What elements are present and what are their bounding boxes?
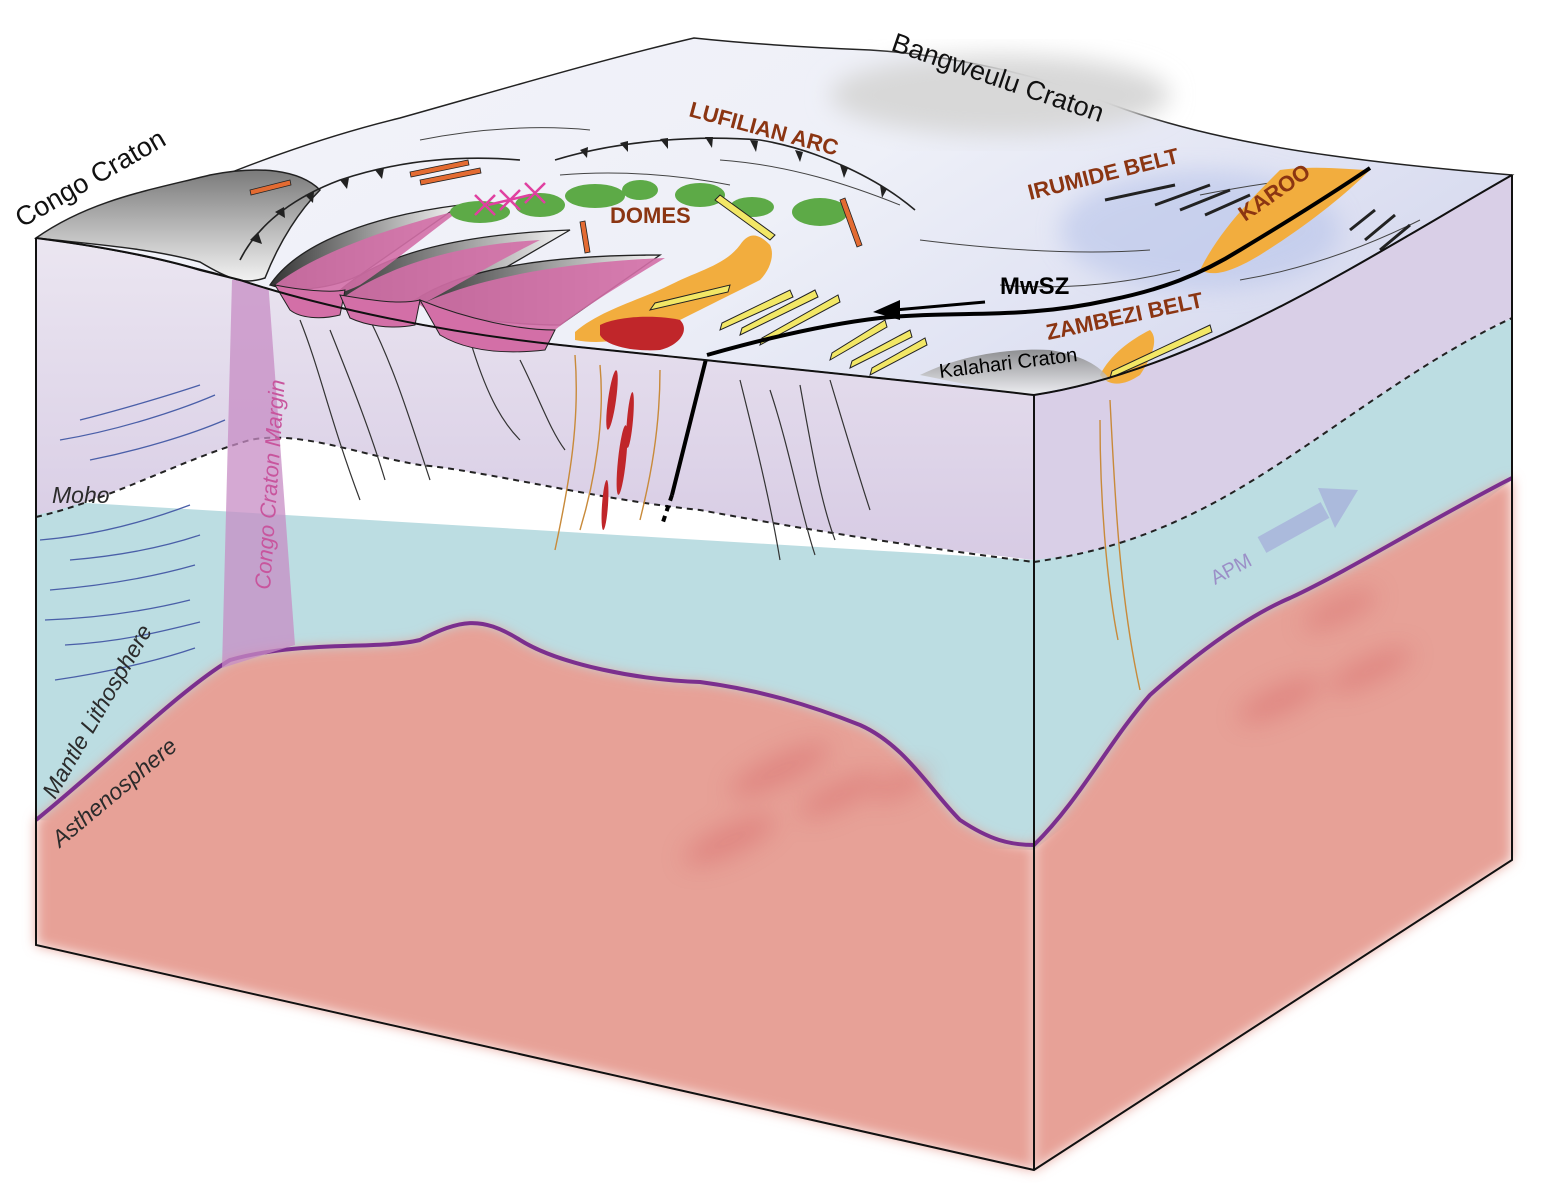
lab-boundary (34, 476, 1513, 848)
moho-line-right (1033, 317, 1513, 563)
granite-crosses (474, 182, 546, 216)
asthenosphere-blobs (684, 590, 1412, 865)
mantle-fabric-lines (39, 384, 226, 681)
mwsz-fault-trace (670, 354, 709, 496)
thrust-teeth (250, 137, 887, 244)
crust-front (36, 238, 1034, 560)
block-outline (35, 174, 1513, 1172)
mwsz-shear-zone (706, 166, 1372, 357)
mwsz-fault-dashed (660, 494, 674, 526)
mwsz-label: MwSZ (1000, 273, 1069, 300)
crustal-faults (299, 319, 871, 561)
yellow-dykes (648, 194, 1213, 379)
red-dykes (601, 370, 634, 530)
congo-craton-margin-band (222, 280, 295, 668)
kalahari-craton-surface (920, 349, 1110, 395)
apm-arrow (1257, 488, 1358, 553)
domes-green (450, 180, 848, 226)
short-dykes (249, 159, 863, 254)
fold-belt-ridges (268, 204, 665, 353)
dark-dykes (1104, 183, 1411, 252)
congo-craton-surface (33, 169, 322, 282)
mwsz-arrow (873, 300, 986, 320)
domes-label: DOMES (610, 203, 691, 228)
bangweulu-craton-shading (830, 55, 1170, 135)
orange-outcrop-central (575, 235, 772, 342)
crustal-faults-orange (554, 354, 1141, 691)
lufilian-thrust-front (239, 137, 916, 261)
red-intrusion (600, 316, 684, 351)
moho-label: Moho (52, 482, 110, 508)
crust-right (1034, 175, 1512, 560)
